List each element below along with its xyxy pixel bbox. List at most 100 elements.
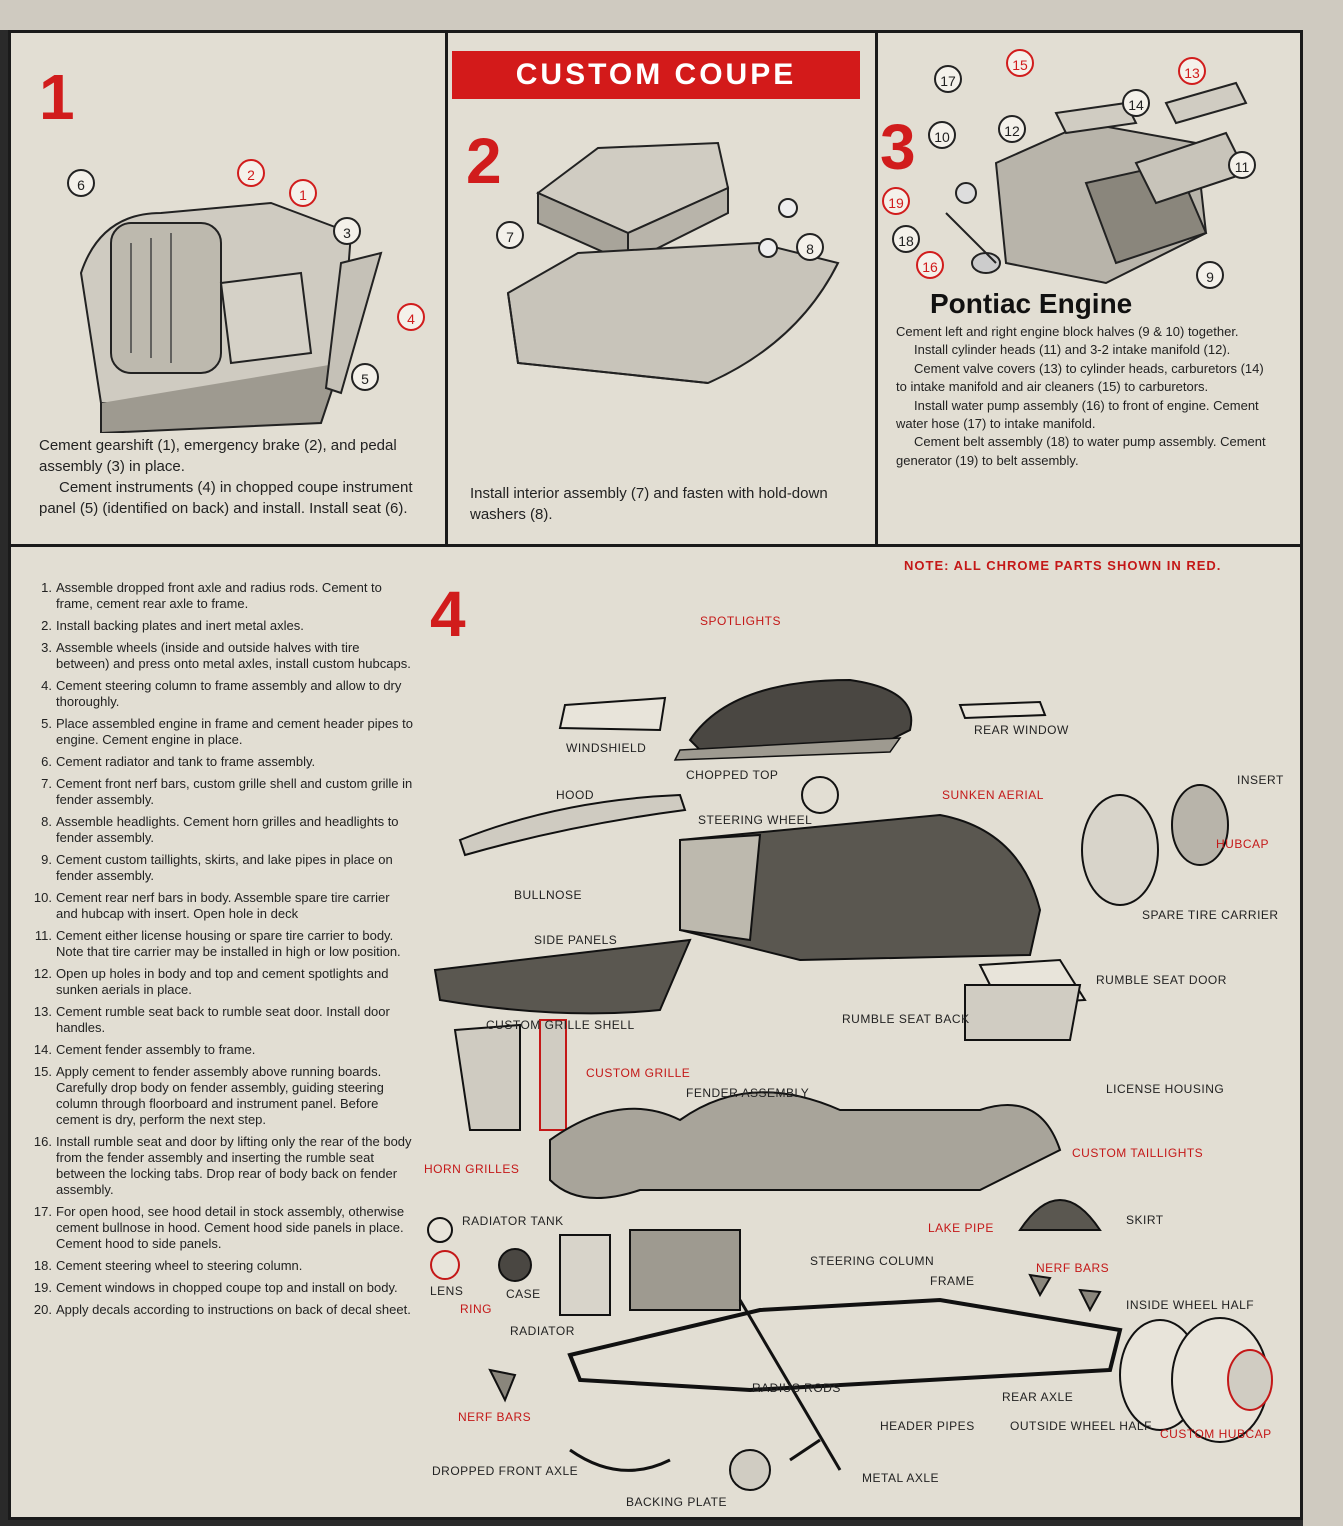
label-header-pipes: HEADER PIPES	[880, 1419, 975, 1433]
label-side-panels: SIDE PANELS	[534, 933, 618, 947]
callout-15: 15	[1006, 49, 1034, 77]
step-number: 3.	[41, 640, 52, 655]
step-text: Install backing plates and inert metal a…	[56, 618, 304, 633]
label-nerf-bars-right: NERF BARS	[1036, 1261, 1110, 1275]
label-radiator-tank: RADIATOR TANK	[462, 1214, 564, 1228]
label-custom-hubcap: CUSTOM HUBCAP	[1160, 1427, 1272, 1441]
label-lens: LENS	[430, 1284, 464, 1298]
callout-5: 5	[351, 363, 379, 391]
step-number: 6.	[41, 754, 52, 769]
callout-2: 2	[237, 159, 265, 187]
interior-tub-illustration	[506, 141, 840, 385]
top-edge	[0, 0, 1343, 30]
step-text: Install rumble seat and door by lifting …	[56, 1134, 412, 1197]
label-radius-rods: RADIUS RODS	[752, 1381, 841, 1395]
callout-12: 12	[998, 115, 1026, 143]
assembly-steps-list: 1.Assemble dropped front axle and radius…	[28, 580, 413, 1324]
label-steering-wheel: STEERING WHEEL	[698, 813, 813, 827]
step-text: Assemble wheels (inside and outside halv…	[56, 640, 411, 671]
step-number: 7.	[41, 776, 52, 791]
assembly-step: 15.Apply cement to fender assembly above…	[28, 1064, 413, 1128]
step-number: 12.	[33, 966, 52, 981]
label-horn-grilles: HORN GRILLES	[424, 1162, 520, 1176]
assembly-step: 14.Cement fender assembly to frame.	[28, 1042, 413, 1058]
callout-16: 16	[916, 251, 944, 279]
step-text: Cement radiator and tank to frame assemb…	[56, 754, 316, 769]
step-text: Open up holes in body and top and cement…	[56, 966, 389, 997]
step-number: 11.	[34, 928, 52, 943]
assembly-step: 6. Cement radiator and tank to frame asse…	[28, 754, 413, 770]
callout-18: 18	[892, 225, 920, 253]
assembly-step: 20. Apply decals according to instruction…	[28, 1302, 413, 1318]
label-windshield: WINDSHIELD	[566, 741, 647, 755]
callout-19: 19	[882, 187, 910, 215]
label-rumble-seat-back: RUMBLE SEAT BACK	[842, 1012, 970, 1026]
panel1-text-2: Cement instruments (4) in chopped coupe …	[39, 479, 413, 517]
step-text: Cement windows in chopped coupe top and …	[56, 1280, 398, 1295]
assembly-step: 10.Cement rear nerf bars in body. Assemb…	[28, 890, 413, 922]
step-text: Apply decals according to instructions o…	[56, 1302, 411, 1317]
step-number: 15.	[33, 1064, 52, 1079]
assembly-step: 12. Open up holes in body and top and cem…	[28, 966, 413, 998]
assembly-step: 2.Install backing plates and inert metal…	[28, 618, 413, 634]
chrome-parts-note: NOTE: ALL CHROME PARTS SHOWN IN RED.	[904, 558, 1222, 573]
interior-seat-illustration	[79, 201, 383, 433]
step-text: Place assembled engine in frame and ceme…	[56, 716, 413, 747]
callout-17: 17	[934, 65, 962, 93]
step-number: 17.	[33, 1204, 52, 1219]
label-chopped-top: CHOPPED TOP	[686, 768, 779, 782]
assembly-step: 19. Cement windows in chopped coupe top a…	[28, 1280, 413, 1296]
step-text: Cement fender assembly to frame.	[56, 1042, 256, 1057]
label-bullnose: BULLNOSE	[514, 888, 583, 902]
panel2-instructions: Install interior assembly (7) and fasten…	[470, 485, 828, 523]
callout-1: 1	[289, 179, 317, 207]
label-fender-assembly: FENDER ASSEMBLY	[686, 1086, 810, 1100]
step-number: 4.	[41, 678, 52, 693]
label-steering-column: STEERING COLUMN	[810, 1254, 935, 1268]
panel3-text-1: Cement left and right engine block halve…	[896, 324, 1239, 339]
label-rear-axle: REAR AXLE	[1002, 1390, 1074, 1404]
step-text: Cement steering wheel to steering column…	[56, 1258, 303, 1273]
assembly-step: 8.Assemble headlights. Cement horn grill…	[28, 814, 413, 846]
step-number-3: 3	[880, 111, 916, 183]
step-number: 13.	[33, 1004, 52, 1019]
label-nerf-bars-left: NERF BARS	[458, 1410, 532, 1424]
step-number: 20.	[33, 1302, 52, 1317]
step-text: Cement rumble seat back to rumble seat d…	[56, 1004, 390, 1035]
assembly-step: 16. Install rumble seat and door by lifti…	[28, 1134, 413, 1198]
step-number: 1.	[41, 580, 52, 595]
assembly-step: 18. Cement steering wheel to steering col…	[28, 1258, 413, 1274]
step-number: 18.	[33, 1258, 52, 1273]
label-spotlights: SPOTLIGHTS	[700, 614, 782, 628]
pontiac-engine-title: Pontiac Engine	[930, 288, 1133, 319]
assembly-step: 4.Cement steering column to frame assemb…	[28, 678, 413, 710]
callout-10: 10	[928, 121, 956, 149]
label-backing-plate: BACKING PLATE	[626, 1495, 727, 1509]
step-number: 16.	[33, 1134, 52, 1149]
callout-9: 9	[1196, 261, 1224, 289]
right-edge	[1303, 0, 1343, 1526]
exploded-view-illustration	[427, 678, 1273, 1491]
callout-3: 3	[333, 217, 361, 245]
panel3-text-4: Install water pump assembly (16) to fron…	[896, 397, 1259, 432]
panel3-instructions: Cement left and right engine block halve…	[896, 323, 1276, 470]
assembly-step: 7.Cement front nerf bars, custom grille …	[28, 776, 413, 808]
label-radiator: RADIATOR	[510, 1324, 575, 1338]
label-case: CASE	[506, 1287, 541, 1301]
step-number: 19.	[33, 1280, 52, 1295]
panel3-text-5: Cement belt assembly (18) to water pump …	[896, 434, 1266, 468]
step-text: Cement either license housing or spare t…	[56, 928, 401, 959]
label-hubcap: HUBCAP	[1216, 837, 1270, 851]
assembly-step: 9.Cement custom taillights, skirts, and …	[28, 852, 413, 884]
step-text: Cement custom taillights, skirts, and la…	[56, 852, 393, 883]
label-outside-wheel-half: OUTSIDE WHEEL HALF	[1010, 1419, 1152, 1433]
label-inside-wheel-half: INSIDE WHEEL HALF	[1126, 1298, 1255, 1312]
step-number: 8.	[41, 814, 52, 829]
panel1-instructions: Cement gearshift (1), emergency brake (2…	[39, 435, 424, 519]
callout-8: 8	[796, 233, 824, 261]
assembly-step: 1.Assemble dropped front axle and radius…	[28, 580, 413, 612]
step-number: 10.	[33, 890, 52, 905]
label-custom-grille-shell: CUSTOM GRILLE SHELL	[486, 1018, 635, 1032]
label-sunken-aerial: SUNKEN AERIAL	[942, 788, 1044, 802]
label-ring: RING	[460, 1302, 492, 1316]
